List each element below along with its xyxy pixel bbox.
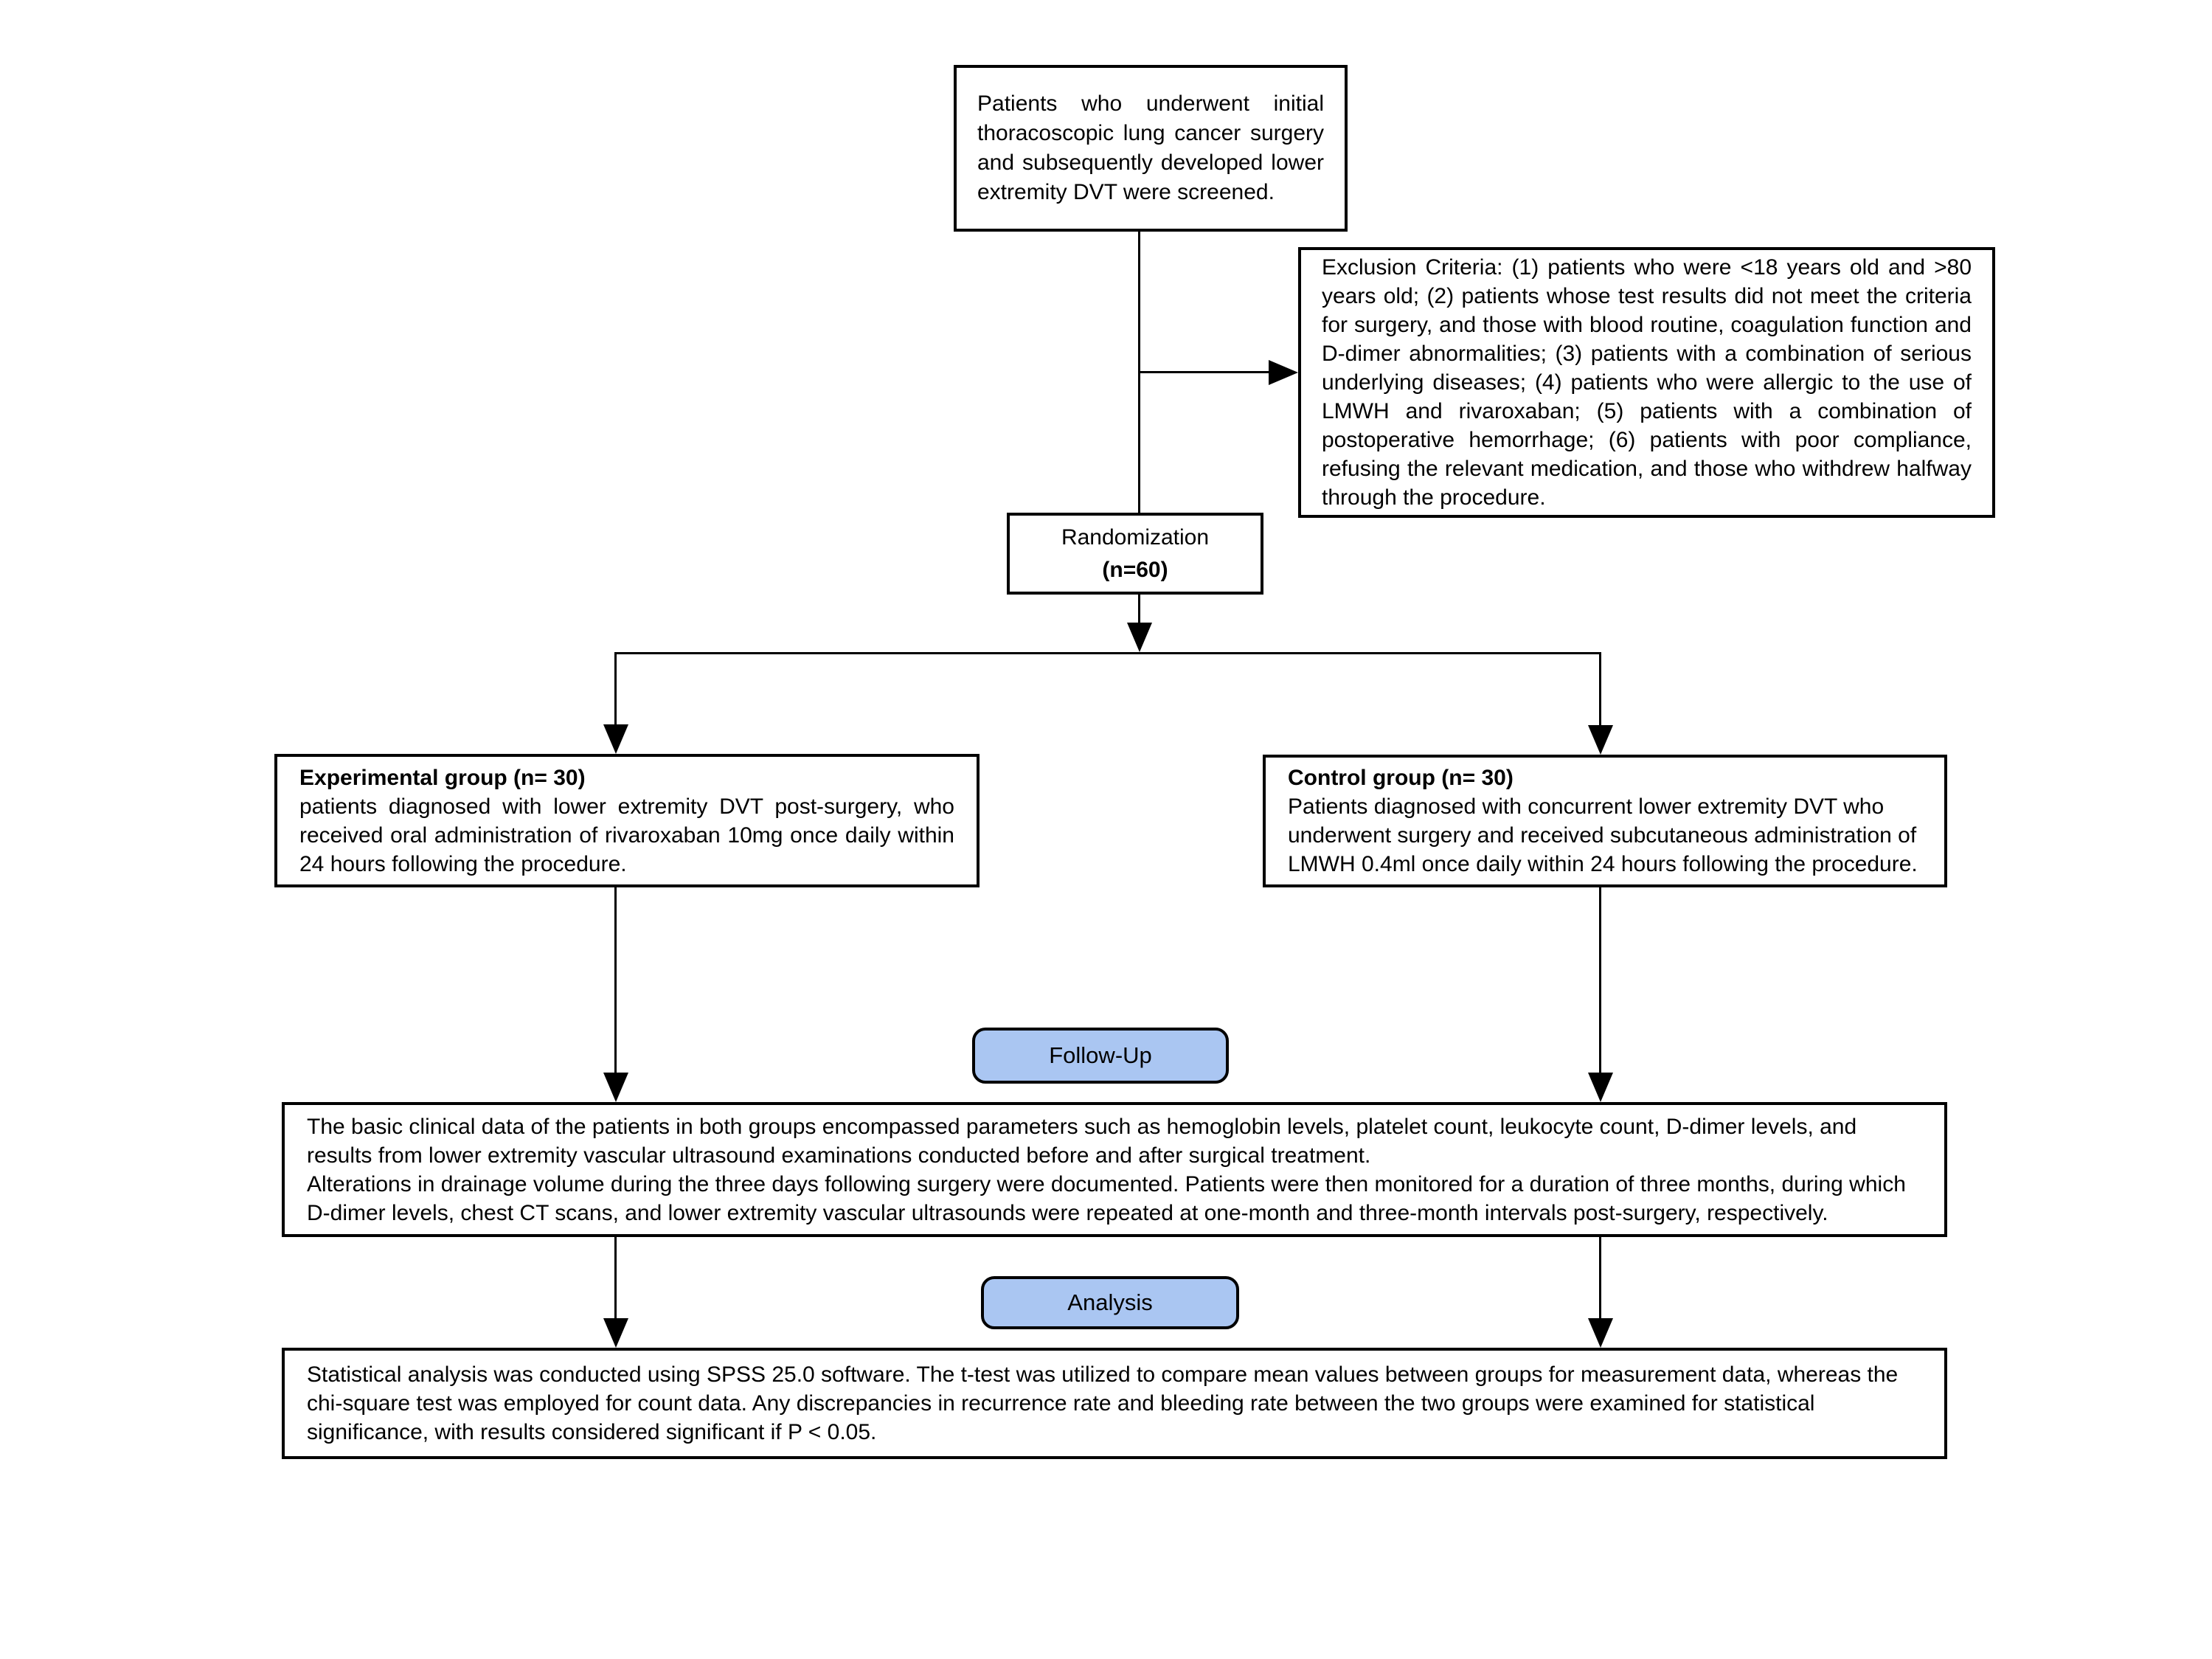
exclusion-criteria-box: Exclusion Criteria: (1) patients who wer… — [1298, 247, 1995, 518]
analysis-label: Analysis — [1067, 1289, 1153, 1315]
connector-monitoring-to-statistics-right — [1599, 1237, 1601, 1320]
control-group-box: Control group (n= 30) Patients diagnosed… — [1263, 755, 1947, 887]
monitoring-paragraph-1: The basic clinical data of the patients … — [307, 1114, 1857, 1168]
arrowhead-monitoring-right-icon — [1588, 1073, 1613, 1102]
connector-split-to-experimental — [614, 654, 617, 726]
connector-randomization-to-split — [1138, 595, 1140, 624]
connector-split-to-control — [1599, 654, 1601, 727]
arrowhead-exclusion-icon — [1269, 360, 1298, 385]
arrowhead-monitoring-left-icon — [603, 1073, 628, 1102]
statistical-analysis-text: Statistical analysis was conducted using… — [307, 1362, 1899, 1444]
monitoring-paragraph-2: Alterations in drainage volume during th… — [307, 1171, 1906, 1225]
connector-monitoring-to-statistics-left — [614, 1237, 617, 1320]
experimental-group-title: Experimental group (n= 30) — [299, 765, 586, 790]
experimental-group-text: patients diagnosed with lower extremity … — [299, 794, 954, 876]
screened-patients-box: Patients who underwent initial thoracosc… — [954, 65, 1348, 232]
control-group-title: Control group (n= 30) — [1288, 766, 1514, 790]
split-horizontal-line — [614, 652, 1601, 654]
control-group-text: Patients diagnosed with concurrent lower… — [1288, 794, 1918, 876]
arrowhead-split-icon — [1127, 623, 1152, 652]
follow-up-label: Follow-Up — [1049, 1042, 1152, 1068]
randomization-title: Randomization — [1061, 524, 1210, 550]
statistical-analysis-box: Statistical analysis was conducted using… — [282, 1348, 1947, 1459]
randomization-box: Randomization (n=60) — [1007, 513, 1263, 595]
arrowhead-experimental-icon — [603, 724, 628, 754]
randomization-n: (n=60) — [1102, 557, 1168, 582]
connector-control-to-monitoring — [1599, 887, 1601, 1074]
experimental-group-box: Experimental group (n= 30) patients diag… — [274, 754, 980, 887]
exclusion-criteria-text: Exclusion Criteria: (1) patients who wer… — [1322, 255, 1972, 510]
monitoring-box: The basic clinical data of the patients … — [282, 1102, 1947, 1237]
arrowhead-statistics-left-icon — [603, 1318, 628, 1348]
connector-to-exclusion — [1138, 371, 1271, 373]
screened-patients-text: Patients who underwent initial thoracosc… — [977, 91, 1324, 204]
arrowhead-control-icon — [1588, 725, 1613, 755]
arrowhead-statistics-right-icon — [1588, 1318, 1613, 1348]
analysis-pill: Analysis — [981, 1276, 1239, 1329]
follow-up-pill: Follow-Up — [972, 1028, 1229, 1084]
connector-experimental-to-monitoring — [614, 887, 617, 1074]
